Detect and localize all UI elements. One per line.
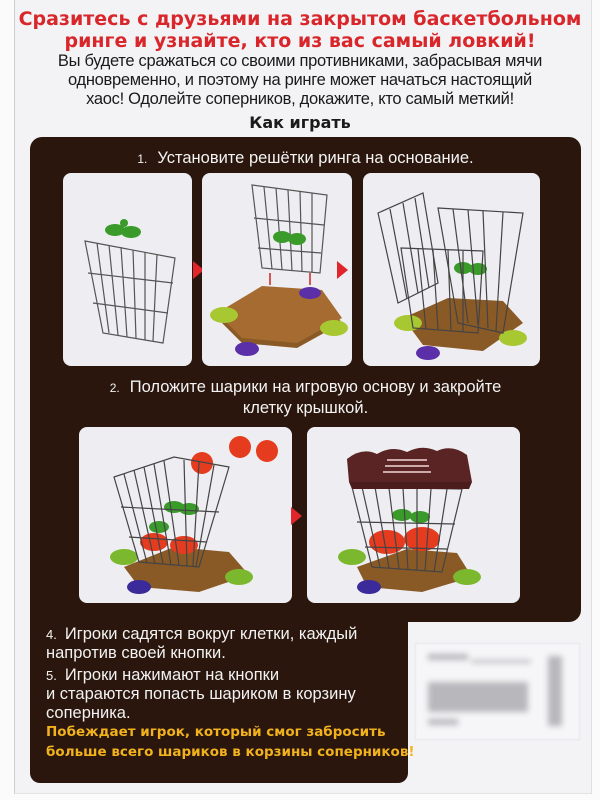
intro-line-1: Вы будете сражаться со своими противника… [57,52,543,70]
step-number: 1. [137,152,148,166]
step-text: Установите решётки ринга на основание. [157,149,474,167]
blurred-barcode-sticker [415,643,580,740]
intro-line-2: одновременно, и поэтому на ринге может н… [68,71,532,89]
illustration-lid-closed [307,427,520,603]
step-text-continued: и стараются попасть шариком в корзину [46,685,356,703]
cage-grate-icon [84,219,176,344]
illustration-grate [63,173,192,366]
headline-line-2: ринге и узнайте, кто из вас самый ловкий… [64,30,536,52]
lid-cage-icon [338,447,481,594]
winner-line-1: Побеждает игрок, который смог забросить [46,724,386,740]
step-text-continued: соперника. [46,704,131,722]
step-2-title: 2. Положите шарики на игровую основу и за… [30,377,581,418]
assembled-cage-icon [377,192,527,360]
step-text-continued: клетку крышкой. [242,399,369,417]
step-1-title: 1. Установите решётки ринга на основание. [30,148,581,169]
step-number: 5. [46,668,57,683]
instructions-panel-lower [30,600,408,783]
step-number: 4. [46,627,57,642]
winner-line-2: больше всего шариков в корзины сопернико… [46,744,415,760]
next-arrow-icon [337,261,348,279]
step-5-text: 5. Игроки нажимают на кнопки и стараются … [46,666,356,723]
illustration-balls-in-cage [79,427,292,603]
step-number: 2. [109,381,120,395]
illustration-assembled-cage [363,173,540,366]
winner-rule: Побеждает игрок, который смог забросить … [46,722,415,762]
next-arrow-icon [193,261,204,279]
grate-base-icon [210,184,348,356]
step-4-text: 4. Игроки садятся вокруг клетки, каждый н… [46,625,357,663]
step-text: Игроки нажимают на кнопки [64,666,280,684]
step-text-continued: напротив своей кнопки. [46,644,226,662]
intro-paragraph: Вы будете сражаться со своими противника… [0,52,600,109]
headline: Сразитесь с друзьями на закрытом баскетб… [0,8,600,52]
step-text: Положите шарики на игровую основу и закр… [129,378,502,396]
step-text: Игроки садятся вокруг клетки, каждый [64,625,358,643]
balls-cage-icon [110,436,278,594]
how-to-play-heading: Как играть [249,113,351,132]
headline-line-1: Сразитесь с друзьями на закрытом баскетб… [18,8,582,30]
illustration-grate-on-base [202,173,352,366]
intro-line-3: хаос! Одолейте соперников, докажите, кто… [86,90,514,108]
next-arrow-icon [291,507,302,525]
